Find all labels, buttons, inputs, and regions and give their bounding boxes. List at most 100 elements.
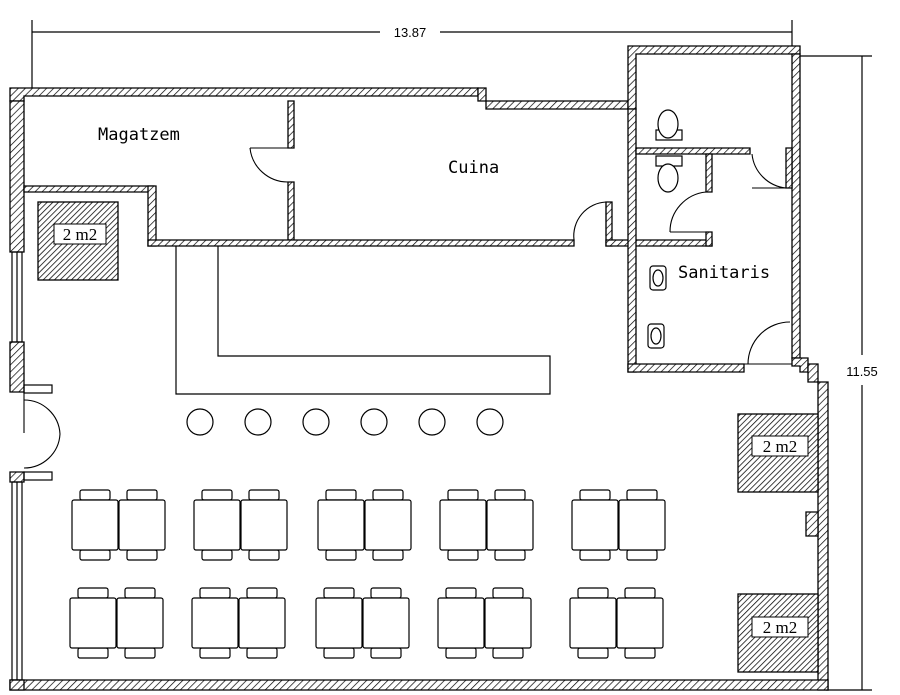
table [240, 499, 288, 551]
table-group [71, 489, 166, 561]
chair [124, 587, 156, 599]
chair [77, 587, 109, 599]
chair [325, 489, 357, 501]
table [362, 597, 410, 649]
toilet-icon [655, 155, 683, 193]
chair [201, 549, 233, 561]
column-area-label: 2 m2 [63, 225, 97, 244]
bar-stool [244, 408, 272, 436]
column-area-label: 2 m2 [763, 618, 797, 637]
table [317, 499, 365, 551]
chair [126, 549, 158, 561]
column-right-middle: 2 m2 [737, 413, 819, 493]
chair [124, 647, 156, 659]
table-group [437, 587, 532, 659]
table [69, 597, 117, 649]
table [193, 499, 241, 551]
table [116, 597, 164, 649]
chair [323, 647, 355, 659]
chair [494, 549, 526, 561]
table [238, 597, 286, 649]
sink-icon [647, 323, 665, 349]
sink-icon [649, 265, 667, 291]
interior-walls [23, 100, 793, 373]
table [484, 597, 532, 649]
height-dimension: 11.55 [796, 55, 878, 691]
chair [492, 587, 524, 599]
toilet-icon [655, 109, 683, 141]
chair [325, 549, 357, 561]
table-group [571, 489, 666, 561]
chair [577, 587, 609, 599]
table-group [193, 489, 288, 561]
entrance-door [23, 393, 61, 469]
chair [577, 647, 609, 659]
chair [626, 489, 658, 501]
chair [199, 587, 231, 599]
chair [445, 647, 477, 659]
table [315, 597, 363, 649]
bar-stool [418, 408, 446, 436]
chair [246, 587, 278, 599]
chair [199, 647, 231, 659]
dining-tables [69, 489, 666, 659]
table-group [439, 489, 534, 561]
chair [626, 549, 658, 561]
left-windows [11, 251, 53, 681]
column-right-bottom: 2 m2 [737, 593, 819, 673]
chair [370, 587, 402, 599]
bar-stool [476, 408, 504, 436]
table [486, 499, 534, 551]
bar-stool [186, 408, 214, 436]
chair [624, 647, 656, 659]
chair [201, 489, 233, 501]
table [618, 499, 666, 551]
table [571, 499, 619, 551]
chair [372, 549, 404, 561]
bar-stools [186, 408, 504, 436]
room-label-kitchen: Cuina [448, 158, 499, 178]
exterior-walls [9, 45, 829, 691]
bar-counter [175, 246, 551, 395]
chair [579, 549, 611, 561]
height-dimension-label: 11.55 [846, 364, 878, 379]
room-label-store: Magatzem [98, 125, 180, 145]
chair [624, 587, 656, 599]
sanitary-fixtures [647, 109, 683, 349]
table [437, 597, 485, 649]
chair [248, 549, 280, 561]
table [439, 499, 487, 551]
room-label-toilets: Sanitaris [678, 263, 770, 283]
table [616, 597, 664, 649]
table-group [317, 489, 412, 561]
table-group [191, 587, 286, 659]
chair [372, 489, 404, 501]
interior-doors [249, 147, 792, 365]
column-area-label: 2 m2 [763, 437, 797, 456]
table [118, 499, 166, 551]
table [364, 499, 412, 551]
column-store: 2 m2 [37, 201, 119, 281]
chair [246, 647, 278, 659]
chair [77, 647, 109, 659]
chair [370, 647, 402, 659]
table-group [569, 587, 664, 659]
bar-stool [302, 408, 330, 436]
width-dimension: 13.87 [31, 20, 793, 95]
table [569, 597, 617, 649]
table [191, 597, 239, 649]
width-dimension-label: 13.87 [394, 25, 427, 40]
chair [126, 489, 158, 501]
table-group [69, 587, 164, 659]
chair [445, 587, 477, 599]
bar-stool [360, 408, 388, 436]
chair [492, 647, 524, 659]
chair [447, 489, 479, 501]
chair [579, 489, 611, 501]
table-group [315, 587, 410, 659]
chair [323, 587, 355, 599]
table [71, 499, 119, 551]
chair [494, 489, 526, 501]
chair [79, 549, 111, 561]
